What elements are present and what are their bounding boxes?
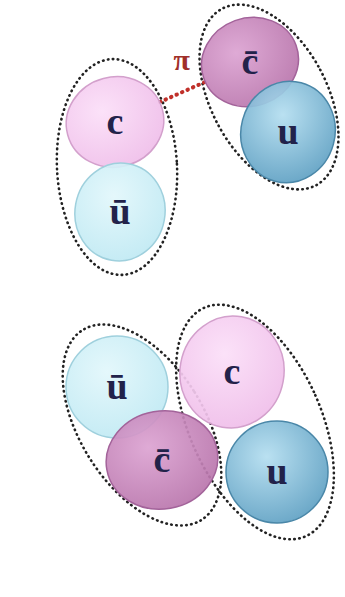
quark-label: c̄ [154,439,171,481]
quark-label: ū [109,191,130,233]
dotted-outline [171,0,345,213]
quark-label: u [277,111,298,153]
pion-label: π [173,45,189,75]
up-quark: u [225,420,329,524]
quark-label: c [107,101,124,143]
dotted-outline [51,56,182,278]
quark-ellipse-shape [229,71,345,194]
charm-quark: c [65,76,165,168]
anti-up-quark: ū [74,162,166,262]
quark-ellipse-shape [67,156,173,268]
quark-label: c [224,351,241,393]
anti-charm-quark: c̄ [105,410,219,510]
charm-quark: c [179,315,285,429]
quark-label: c̄ [242,41,259,83]
quark-ellipse-shape [98,402,225,518]
quark-ellipse-shape [56,66,174,178]
up-quark: u [240,80,336,184]
quark-label: u [266,451,287,493]
quark-ellipse-shape [226,421,328,523]
pion-exchange-line [160,82,205,102]
quark-label: ū [106,366,127,408]
